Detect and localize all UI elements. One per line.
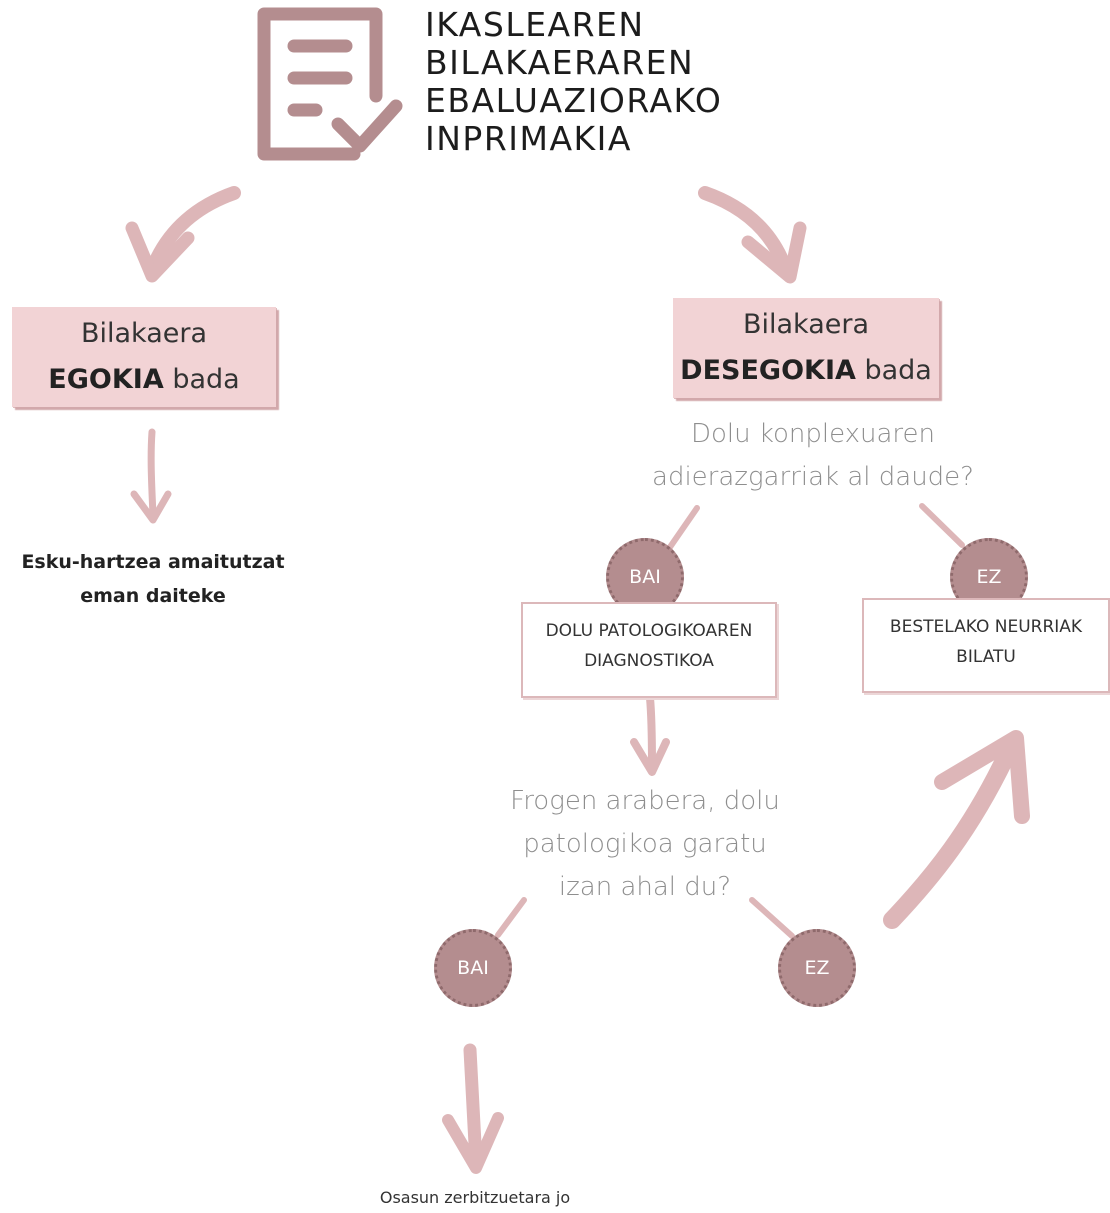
egokia-box: Bilakaera EGOKIA bada [12, 307, 276, 407]
desegokia-box-line1: Bilakaera [742, 309, 870, 340]
arrow-bai2-down [463, 1043, 483, 1169]
egokia-box-line1: Bilakaera [80, 318, 208, 349]
line-q2-ez [749, 897, 795, 939]
yes-badge-label: BAI [629, 566, 661, 588]
arrow-egokia-down [147, 428, 157, 520]
line-q1-ez [919, 503, 965, 548]
arrow-head-diag-down [630, 738, 670, 776]
form-title-line: BILAKAERAREN [425, 43, 695, 82]
form-title-line: IKASLEAREN [425, 5, 645, 44]
desegokia-box-line2: DESEGOKIA bada [673, 348, 939, 394]
desegokia-box: Bilakaera DESEGOKIA bada [673, 298, 939, 398]
arrow-to-egokia [145, 186, 241, 277]
diagnostic-box-line2: DIAGNOSTIKOA [584, 651, 714, 671]
diagnostic-box-line1: DOLU PATOLOGIKOAREN [545, 621, 753, 641]
egokia-box-line2: EGOKIA bada [12, 357, 276, 403]
final-outcome: Osasun zerbitzuetara jo [379, 1188, 571, 1207]
logo-icon [254, 6, 404, 161]
form-title-line: INPRIMAKIA [425, 119, 632, 158]
checklist-document-icon [257, 7, 403, 161]
other-measures-line2: BILATU [956, 647, 1016, 667]
egokia-outcome-line2: eman daiteke [80, 585, 226, 607]
arrow-head-egokia-down [130, 490, 172, 524]
question1-line2: adierazgarriak al daude? [652, 462, 974, 492]
yes2-badge-label: BAI [457, 957, 489, 979]
egokia-bold: EGOKIA [48, 364, 164, 395]
form-title-line: EBALUAZIORAKO [425, 81, 723, 120]
question-complex-grief: Dolu konplexuaren adierazgarriak al daud… [648, 413, 978, 499]
other-measures-line1: BESTELAKO NEURRIAK [889, 617, 1083, 637]
line-q2-bai [495, 897, 527, 938]
yes2-badge: BAI [434, 929, 512, 1007]
egokia-suffix: bada [163, 364, 240, 395]
no2-badge: EZ [778, 929, 856, 1007]
question1-line1: Dolu konplexuaren [690, 419, 936, 449]
no-badge-label: EZ [976, 566, 1002, 588]
question2-line2: patologikoa garatu [523, 829, 767, 859]
arrow-head-bai2-down [442, 1112, 504, 1174]
question2-line1: Frogen arabera, dolu [510, 786, 780, 816]
arrow-head-egokia [125, 221, 195, 283]
arrow-to-desegokia [698, 186, 793, 277]
arrow-ez2-up [883, 739, 1019, 929]
arrow-head-ez2-up [934, 730, 1030, 824]
egokia-outcome: Esku-hartzea amaitutzat eman daiteke [18, 545, 288, 613]
arrow-diag-down [646, 694, 656, 772]
diagnostic-box: DOLU PATOLOGIKOAREN DIAGNOSTIKOA [521, 602, 777, 698]
egokia-outcome-line1: Esku-hartzea amaitutzat [21, 551, 285, 573]
desegokia-suffix: bada [855, 355, 932, 386]
desegokia-bold: DESEGOKIA [680, 355, 856, 386]
other-measures-box: BESTELAKO NEURRIAK BILATU [862, 598, 1110, 693]
question-pathological-grief: Frogen arabera, dolu patologikoa garatu … [490, 780, 800, 909]
arrow-head-desegokia [741, 221, 807, 284]
no2-badge-label: EZ [804, 957, 830, 979]
form-title: IKASLEAREN BILAKAERAREN EBALUAZIORAKO IN… [425, 6, 825, 158]
line-q1-bai [665, 505, 700, 553]
question2-line3: izan ahal du? [558, 872, 732, 902]
